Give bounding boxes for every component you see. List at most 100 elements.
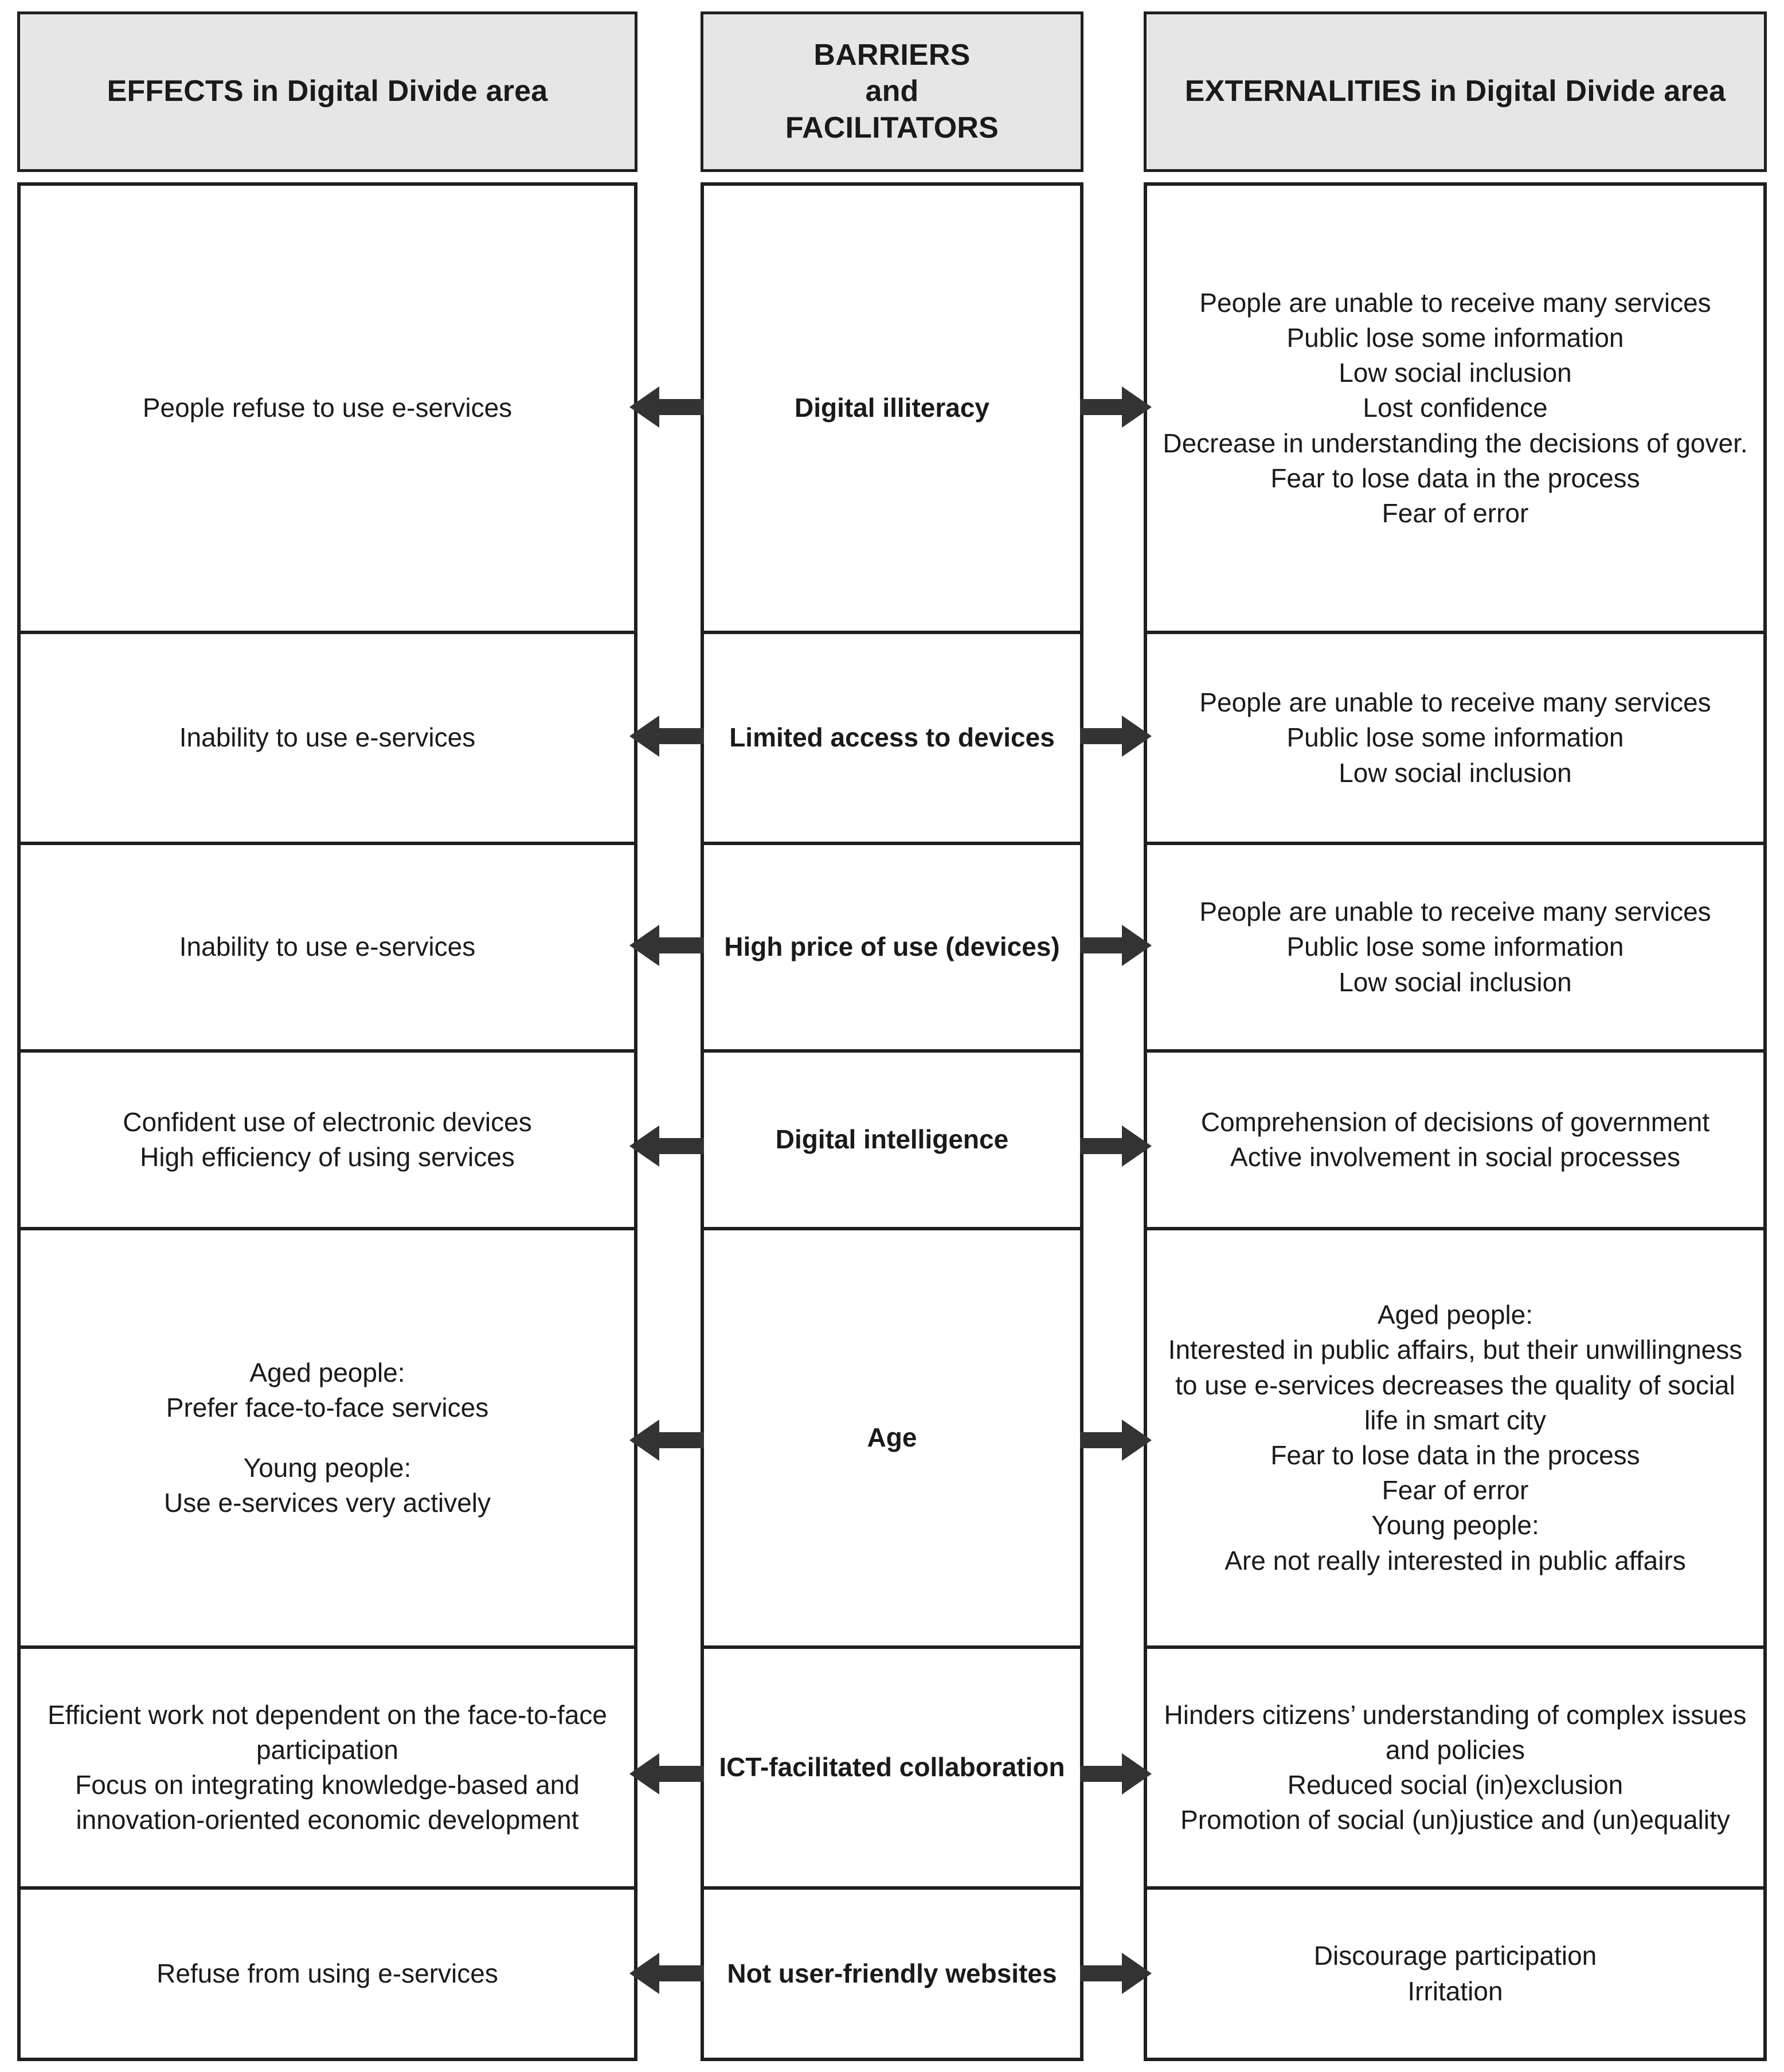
- effects-list-row-2: Inability to use e-services: [29, 720, 626, 755]
- externalities-list-row-6: Hinders citizens’ understanding of compl…: [1155, 1698, 1755, 1838]
- header-barriers-line3: FACILITATORS: [785, 111, 999, 144]
- arrow-right-icon-row-7: [1080, 1949, 1152, 1997]
- effects-list-row-3: Inability to use e-services: [29, 929, 626, 964]
- externalities-cell-row-7: Discourage participation Irritation: [1144, 1886, 1767, 2061]
- arrow-right-icon-row-6: [1080, 1750, 1152, 1798]
- effects-cell-row-1: People refuse to use e-services: [17, 182, 637, 631]
- barrier-cell-row-4: Digital intelligence: [701, 1049, 1083, 1227]
- effects-line: Refuse from using e-services: [157, 1958, 498, 1988]
- arrow-right-icon-row-2: [1080, 712, 1152, 760]
- arrow-right-icon-row-3: [1080, 921, 1152, 969]
- header-barriers-line2: and: [865, 75, 919, 108]
- arrow-left-icon-row-6: [629, 1750, 704, 1798]
- effects-cell-row-2: Inability to use e-services: [17, 631, 637, 842]
- effects-line: Focus on integrating knowledge-based and…: [75, 1770, 580, 1835]
- effects-cell-row-4: Confident use of electronic devices High…: [17, 1049, 637, 1227]
- barrier-label: Age: [867, 1422, 917, 1453]
- externality-line: Public lose some information: [1286, 932, 1624, 962]
- barrier-label: Digital illiteracy: [794, 393, 989, 423]
- arrow-left-icon-row-2: [629, 712, 704, 760]
- externalities-list-row-5: Aged people: Interested in public affair…: [1155, 1297, 1755, 1578]
- effects-list-row-5: Aged people: Prefer face-to-face service…: [29, 1355, 626, 1520]
- barrier-label: Digital intelligence: [775, 1124, 1009, 1155]
- effects-cell-row-3: Inability to use e-services: [17, 842, 637, 1049]
- externalities-cell-row-4: Comprehension of decisions of government…: [1144, 1049, 1767, 1227]
- effects-line: People refuse to use e-services: [142, 393, 512, 423]
- externality-line: Reduced social (in)exclusion: [1287, 1770, 1623, 1800]
- externality-line: Public lose some information: [1286, 722, 1624, 753]
- externalities-list-row-4: Comprehension of decisions of government…: [1155, 1105, 1755, 1175]
- effects-cell-row-5: Aged people: Prefer face-to-face service…: [17, 1227, 637, 1645]
- effects-list-row-1: People refuse to use e-services: [29, 390, 626, 425]
- header-barriers-stack: BARRIERS and FACILITATORS: [785, 37, 999, 146]
- externalities-list-row-2: People are unable to receive many servic…: [1155, 685, 1755, 791]
- externality-line: Fear to lose data in the process: [1270, 463, 1640, 493]
- externality-line: Irritation: [1407, 1976, 1503, 2006]
- effects-line: High efficiency of using services: [140, 1142, 515, 1172]
- effects-line: Confident use of electronic devices: [123, 1107, 532, 1137]
- externality-line: Fear to lose data in the process: [1270, 1440, 1640, 1470]
- externality-line: Are not really interested in public affa…: [1224, 1545, 1686, 1575]
- header-externalities: EXTERNALITIES in Digital Divide area: [1144, 11, 1767, 172]
- externality-line: Discourage participation: [1313, 1941, 1597, 1971]
- header-barriers-facilitators: BARRIERS and FACILITATORS: [701, 11, 1083, 172]
- externality-line: Low social inclusion: [1339, 757, 1572, 788]
- externalities-list-row-1: People are unable to receive many servic…: [1155, 286, 1755, 531]
- barrier-cell-row-3: High price of use (devices): [701, 842, 1083, 1049]
- externality-line: Active involvement in social processes: [1230, 1142, 1680, 1172]
- effects-list-row-6: Efficient work not dependent on the face…: [29, 1698, 626, 1838]
- externality-line: People are unable to receive many servic…: [1199, 287, 1711, 318]
- effects-line: Young people:: [243, 1452, 412, 1483]
- effects-line: Inability to use e-services: [179, 932, 476, 962]
- effects-cell-row-7: Refuse from using e-services: [17, 1886, 637, 2061]
- externality-line: Low social inclusion: [1339, 967, 1572, 997]
- externalities-cell-row-3: People are unable to receive many servic…: [1144, 842, 1767, 1049]
- effects-list-row-7: Refuse from using e-services: [29, 1956, 626, 1991]
- externalities-cell-row-1: People are unable to receive many servic…: [1144, 182, 1767, 631]
- header-effects: EFFECTS in Digital Divide area: [17, 11, 637, 172]
- externality-line: Lost confidence: [1363, 393, 1548, 423]
- header-effects-label: EFFECTS in Digital Divide area: [107, 75, 548, 108]
- effects-cell-row-6: Efficient work not dependent on the face…: [17, 1645, 637, 1886]
- effects-line: Aged people:: [249, 1357, 405, 1387]
- arrow-left-icon-row-1: [629, 383, 704, 431]
- barrier-label: Limited access to devices: [729, 722, 1055, 753]
- externality-line: Promotion of social (un)justice and (un)…: [1180, 1805, 1730, 1835]
- externality-line: Interested in public affairs, but their …: [1168, 1335, 1743, 1435]
- effects-line: Use e-services very actively: [163, 1488, 491, 1518]
- externality-line: Aged people:: [1377, 1300, 1533, 1330]
- externalities-cell-row-6: Hinders citizens’ understanding of compl…: [1144, 1645, 1767, 1886]
- barrier-cell-row-7: Not user-friendly websites: [701, 1886, 1083, 2061]
- effects-line: Prefer face-to-face services: [166, 1392, 489, 1422]
- barrier-cell-row-5: Age: [701, 1227, 1083, 1645]
- arrow-right-icon-row-5: [1080, 1416, 1152, 1464]
- arrow-left-icon-row-3: [629, 921, 704, 969]
- externality-line: Comprehension of decisions of government: [1200, 1107, 1710, 1137]
- header-externalities-label: EXTERNALITIES in Digital Divide area: [1184, 75, 1726, 108]
- arrow-right-icon-row-4: [1080, 1122, 1152, 1170]
- externality-line: Hinders citizens’ understanding of compl…: [1164, 1699, 1747, 1765]
- barrier-label: ICT-facilitated collaboration: [719, 1752, 1065, 1782]
- effects-list-row-4: Confident use of electronic devices High…: [29, 1105, 626, 1175]
- arrow-left-icon-row-5: [629, 1416, 704, 1464]
- externality-line: Public lose some information: [1286, 323, 1624, 353]
- effects-line-spacer: [29, 1425, 626, 1451]
- externality-line: Fear of error: [1382, 1475, 1529, 1506]
- externalities-cell-row-5: Aged people: Interested in public affair…: [1144, 1227, 1767, 1645]
- arrow-left-icon-row-7: [629, 1949, 704, 1997]
- externality-line: Fear of error: [1382, 498, 1529, 528]
- externality-line: Decrease in understanding the decisions …: [1163, 428, 1748, 458]
- barrier-cell-row-2: Limited access to devices: [701, 631, 1083, 842]
- externality-line: Young people:: [1371, 1510, 1539, 1541]
- arrow-left-icon-row-4: [629, 1122, 704, 1170]
- effects-line: Inability to use e-services: [179, 722, 476, 753]
- externalities-cell-row-2: People are unable to receive many servic…: [1144, 631, 1767, 842]
- effects-line: Efficient work not dependent on the face…: [48, 1699, 607, 1765]
- barrier-label: Not user-friendly websites: [727, 1958, 1057, 1988]
- externality-line: People are unable to receive many servic…: [1199, 897, 1711, 927]
- barrier-label: High price of use (devices): [724, 932, 1060, 962]
- barrier-cell-row-1: Digital illiteracy: [701, 182, 1083, 631]
- externality-line: Low social inclusion: [1339, 358, 1572, 388]
- externality-line: People are unable to receive many servic…: [1199, 687, 1711, 718]
